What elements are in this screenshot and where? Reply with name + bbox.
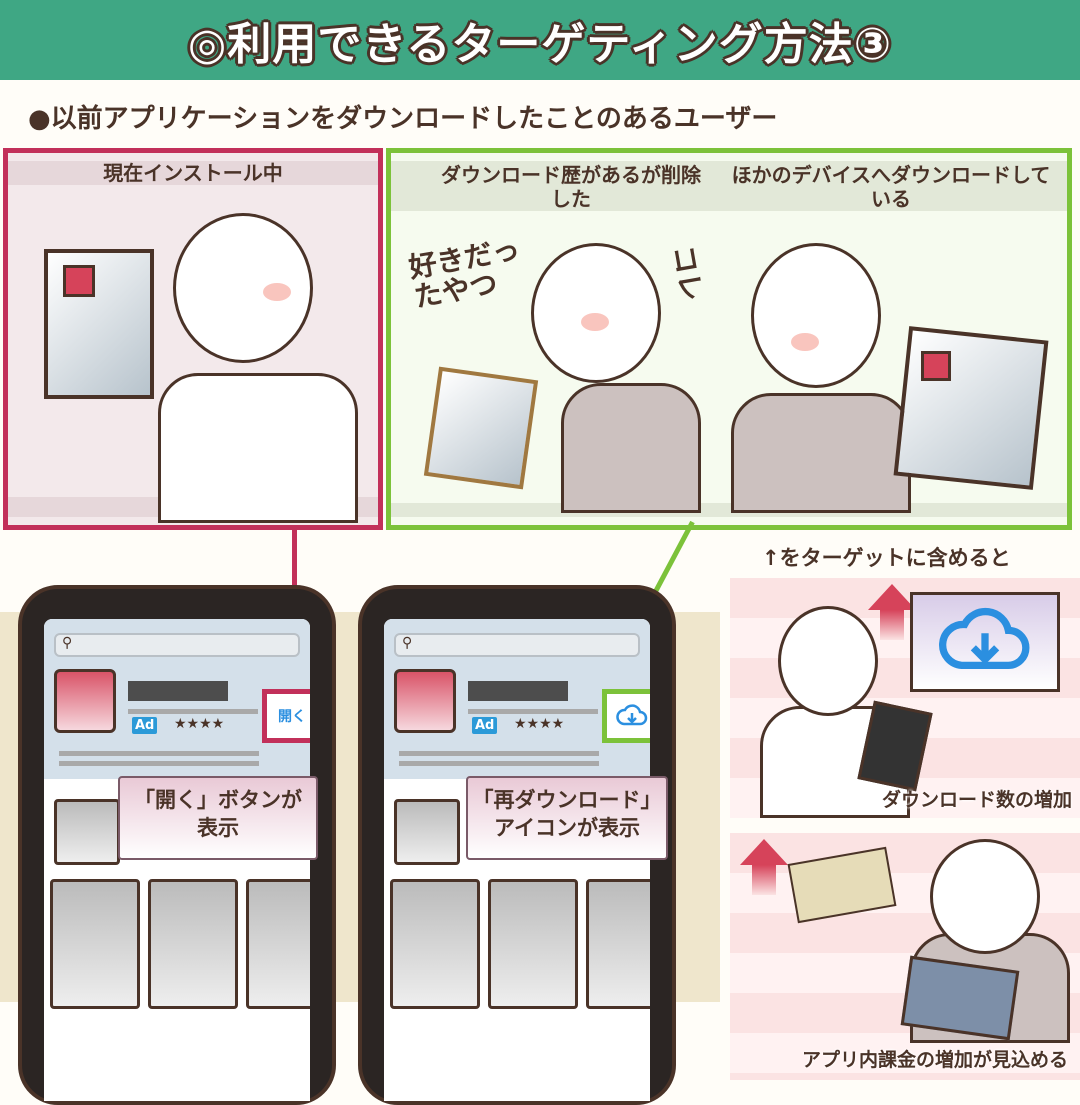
person-head [778, 606, 878, 716]
text-placeholder [128, 709, 258, 714]
grid-tile[interactable] [488, 879, 578, 1009]
effect-downloads: ダウンロード数の増加 [730, 578, 1080, 818]
app-listing: ⚲ Ad ★★★★ 開く [44, 619, 310, 779]
callout-redownload-icon: 「再ダウンロード」 アイコンが表示 [466, 776, 668, 860]
cloud-download-icon[interactable] [616, 704, 648, 728]
search-icon: ⚲ [62, 635, 73, 651]
panel-footer-band [391, 503, 1067, 517]
phone-illustration [44, 249, 154, 399]
app-listing: ⚲ Ad ★★★★ [384, 619, 650, 779]
callout-line: 表示 [197, 816, 239, 840]
grid-tile[interactable] [394, 799, 460, 865]
effects-heading: ↑をターゲットに含めると [762, 546, 1011, 570]
up-arrow-stem [880, 610, 904, 640]
phone-screen: ⚲ Ad ★★★★ 開く [44, 619, 310, 1101]
search-bar[interactable]: ⚲ [394, 633, 640, 657]
tablet-illustration [900, 955, 1020, 1041]
person-head [751, 243, 881, 388]
grid-tile[interactable] [50, 879, 140, 1009]
tablet-illustration [423, 366, 539, 490]
person-body [158, 373, 358, 523]
grid-tile[interactable] [148, 879, 238, 1009]
open-button-highlight: 開く [262, 689, 310, 743]
effect-label: アプリ内課金の増加が見込める [801, 1049, 1068, 1071]
cloud-download-icon [939, 607, 1030, 669]
search-bar[interactable]: ⚲ [54, 633, 300, 657]
effect-label: ダウンロード数の増加 [881, 789, 1072, 811]
rating-stars: ★★★★ [514, 716, 565, 732]
person-body [731, 393, 911, 513]
grid-tile[interactable] [246, 879, 310, 1009]
tablet-illustration [893, 326, 1049, 490]
app-icon-illustration [921, 351, 951, 381]
up-arrow-icon [868, 584, 916, 610]
subtitle: ●以前アプリケーションをダウンロードしたことのあるユーザー [28, 104, 778, 134]
person-head [173, 213, 313, 363]
title-bar: ◎利用できるターゲティング方法③ [0, 0, 1080, 80]
person-body [561, 383, 701, 513]
grid-tile[interactable] [54, 799, 120, 865]
page-title: ◎利用できるターゲティング方法③ [187, 19, 893, 70]
search-icon: ⚲ [402, 635, 413, 651]
text-placeholder [59, 751, 259, 756]
redownload-highlight [602, 689, 650, 743]
panel-header-band [391, 161, 1067, 211]
app-title-placeholder [128, 681, 228, 701]
phone-mockup-redownload: ⚲ Ad ★★★★ [358, 585, 676, 1105]
handwriting-suki: 好きだったやつ [406, 232, 523, 314]
grid-tile[interactable] [390, 879, 480, 1009]
up-arrow-icon [740, 839, 788, 865]
grid-tile[interactable] [586, 879, 650, 1009]
callout-line: 「再ダウンロード」 [472, 788, 662, 812]
effect-in-app-purchases: アプリ内課金の増加が見込める [730, 833, 1080, 1080]
text-placeholder [468, 709, 598, 714]
text-placeholder [399, 751, 599, 756]
up-arrow-stem [752, 865, 776, 895]
app-icon-illustration [63, 265, 95, 297]
text-placeholder [59, 761, 259, 766]
open-button[interactable]: 開く [278, 709, 306, 725]
panel-previous-downloads: ダウンロード歴があるが削除した ほかのデバイスへダウンロードしている 好きだった… [386, 148, 1072, 530]
text-placeholder [399, 761, 599, 766]
app-title-placeholder [468, 681, 568, 701]
callout-open-button: 「開く」ボタンが 表示 [118, 776, 318, 860]
app-icon[interactable] [54, 669, 116, 733]
handwriting-kore: コレ [666, 242, 709, 304]
ad-badge: Ad [132, 717, 158, 734]
panel-label-deleted: ダウンロード歴があるが削除した [441, 163, 701, 211]
panel-installed: 現在インストール中 [3, 148, 383, 530]
banknote-illustration [787, 846, 897, 924]
blush [791, 333, 819, 351]
callout-line: アイコンが表示 [494, 816, 640, 840]
blush [263, 283, 291, 301]
person-head [930, 839, 1040, 954]
app-icon[interactable] [394, 669, 456, 733]
phone-screen: ⚲ Ad ★★★★ [384, 619, 650, 1101]
callout-line: 「開く」ボタンが [134, 788, 302, 812]
ad-badge: Ad [472, 717, 498, 734]
panel-label: 現在インストール中 [8, 161, 378, 185]
cloud-illustration [910, 592, 1060, 692]
blush [581, 313, 609, 331]
rating-stars: ★★★★ [174, 716, 225, 732]
panel-label-other-device: ほかのデバイスへダウンロードしている [731, 163, 1051, 211]
